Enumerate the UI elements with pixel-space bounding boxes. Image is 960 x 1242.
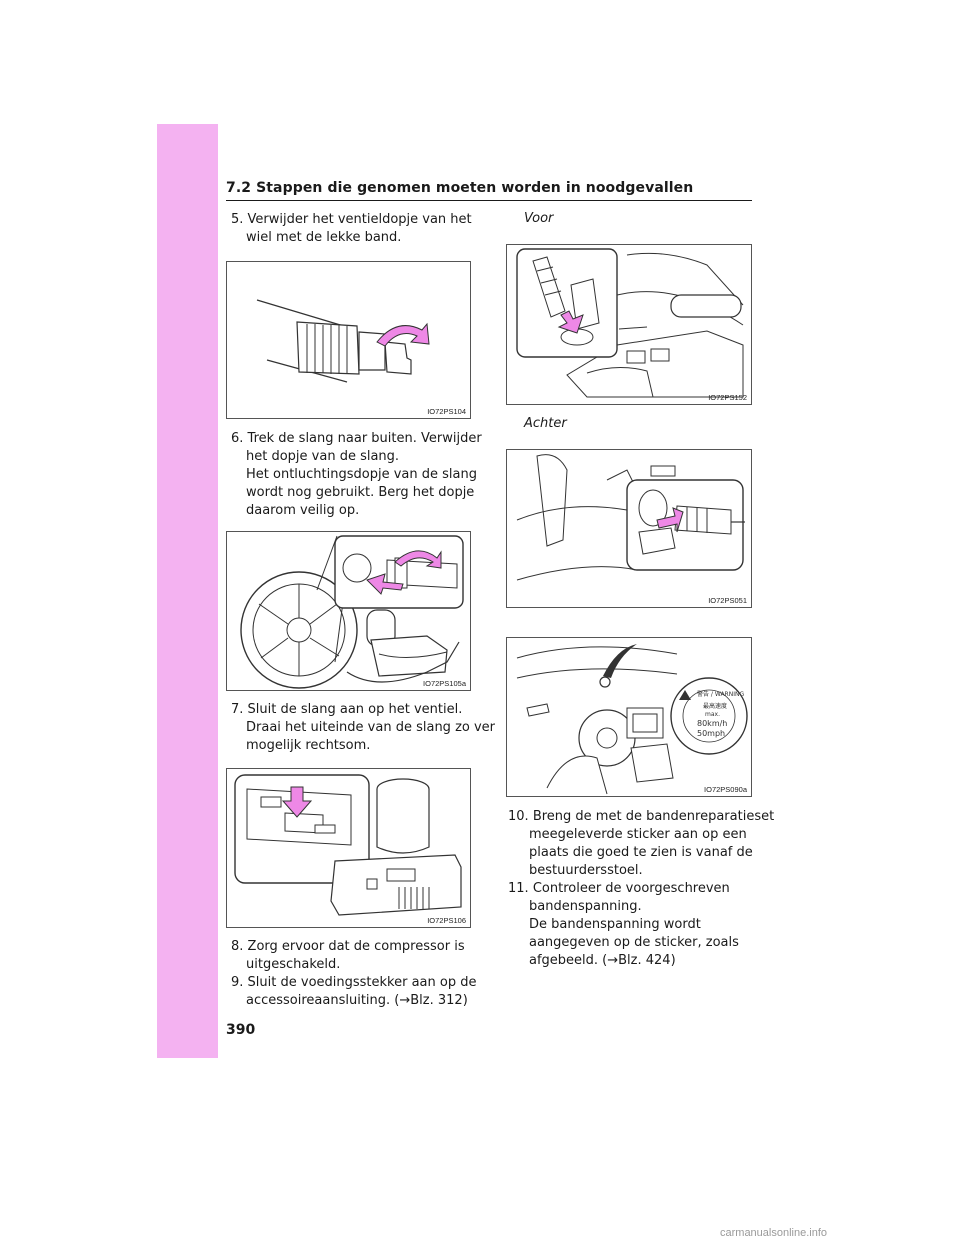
step-number: 11. [508,881,529,896]
step-10: 10. Breng de met de bandenreparatieset [508,808,774,826]
step-text: Controleer de voorgeschreven [532,881,730,896]
step-11: 11. Controleer de voorgeschreven [508,880,730,898]
step-11-note-2: aangegeven op de sticker, zoals [529,935,739,950]
sticker-jp: 最高速度 [703,702,727,710]
step-9: 9. Sluit de voedingsstekker aan op de [231,974,476,992]
figure-front-socket: IO72PS152 [506,244,752,405]
step-6-note-1: Het ontluchtingsdopje van de slang [246,467,477,482]
step-11-note-1: De bandenspanning wordt [529,917,701,932]
watermark[interactable]: carmanualsonline.info [720,1227,828,1239]
section-title: 7.2 Stappen die genomen moeten worden in… [226,180,694,196]
step-10-line4: bestuurdersstoel. [529,863,643,878]
step-number: 5. [231,212,244,227]
step-text: Sluit de slang aan op het ventiel. [247,702,463,717]
header-rule [226,200,752,201]
step-5: 5. Verwijder het ventieldopje van het [231,211,472,229]
step-8-cont: uitgeschakeld. [246,957,341,972]
step-11-note-3: afgebeeld. (→Blz. 424) [529,953,676,968]
chapter-sidebar [157,124,218,1058]
figure-compressor-switch: IO72PS106 [226,768,471,928]
step-6: 6. Trek de slang naar buiten. Verwijder [231,430,482,448]
step-7-note-2: mogelijk rechtsom. [246,738,371,753]
sticker-max: max. [705,711,720,718]
step-number: 8. [231,939,244,954]
step-number: 9. [231,975,244,990]
step-6-note-2: wordt nog gebruikt. Berg het dopje [246,485,475,500]
step-5-cont: wiel met de lekke band. [246,230,402,245]
step-10-line2: meegeleverde sticker aan op een [529,827,747,842]
figure-code: IO72PS051 [708,596,747,605]
figure-code: IO72PS090a [704,785,747,794]
front-label: Voor [524,211,554,226]
step-number: 6. [231,431,244,446]
step-number: 7. [231,702,244,717]
step-8: 8. Zorg ervoor dat de compressor is [231,938,465,956]
page-number: 390 [226,1022,256,1038]
step-10-line3: plaats die goed te zien is vanaf de [529,845,753,860]
figure-code: IO72PS106 [427,916,466,925]
step-text: Trek de slang naar buiten. Verwijder [247,431,482,446]
rear-label: Achter [524,416,567,431]
step-text: Breng de met de bandenreparatieset [532,809,775,824]
figure-code: IO72PS105a [423,679,466,688]
step-text: Zorg ervoor dat de compressor is [247,939,465,954]
sticker-warning: 警告 / WARNING [697,690,744,698]
figure-valve-cap: IO72PS104 [226,261,471,419]
step-6-note-3: daarom veilig op. [246,503,360,518]
step-7: 7. Sluit de slang aan op het ventiel. [231,701,462,719]
step-9-cont: accessoireaansluiting. (→Blz. 312) [246,993,468,1008]
step-text: Sluit de voedingsstekker aan op de [247,975,477,990]
step-11-line2: bandenspanning. [529,899,642,914]
sticker-kmh: 80km/h [697,719,727,728]
figure-code: IO72PS104 [427,407,466,416]
step-7-note-1: Draai het uiteinde van de slang zo ver [246,720,496,735]
sticker-mph: 50mph [697,729,725,738]
figure-sticker-location: 警告 / WARNING 最高速度 max. 80km/h 50mph IO72… [506,637,752,797]
step-number: 10. [508,809,529,824]
figure-rear-socket: IO72PS051 [506,449,752,608]
step-6-cont: het dopje van de slang. [246,449,400,464]
figure-hose-cap: IO72PS105a [226,531,471,691]
step-text: Verwijder het ventieldopje van het [247,212,472,227]
figure-code: IO72PS152 [708,393,747,402]
